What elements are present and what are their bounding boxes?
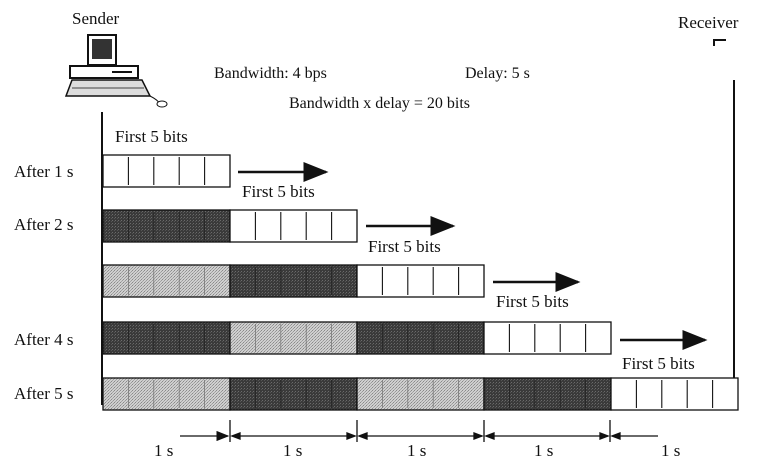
time-axis — [180, 420, 658, 442]
bit-block-row5-3 — [356, 377, 485, 411]
time-label-3: 1 s — [407, 441, 427, 460]
first-bits-label-row1: First 5 bits — [115, 127, 188, 146]
bandwidth-delay-product-text: Bandwidth x delay = 20 bits — [289, 95, 471, 112]
bit-block-row1-1 — [102, 154, 231, 188]
bit-block-row3-2 — [229, 264, 358, 298]
bit-block-row3-3 — [356, 264, 485, 298]
first-bits-label-row4: First 5 bits — [496, 292, 569, 311]
bit-block-row4-1 — [102, 321, 231, 355]
time-label-4: 1 s — [534, 441, 554, 460]
bit-block-row3-1 — [102, 264, 231, 298]
row-label-after-1s: After 1 s — [14, 162, 74, 181]
bit-block-row5-2 — [229, 377, 358, 411]
receiver-label: Receiver — [678, 13, 739, 32]
bit-block-row2-2 — [229, 209, 358, 243]
computer-icon — [64, 34, 168, 108]
row-label-after-2s: After 2 s — [14, 215, 74, 234]
bit-block-row5-1 — [102, 377, 231, 411]
row-label-after-5s: After 5 s — [14, 384, 74, 403]
bit-block-row4-3 — [356, 321, 485, 355]
row-label-after-4s: After 4 s — [14, 330, 74, 349]
delay-text: Delay: 5 s — [465, 65, 530, 82]
time-label-1: 1 s — [154, 441, 174, 460]
bit-block-row4-4 — [483, 321, 612, 355]
time-label-2: 1 s — [283, 441, 303, 460]
bit-block-row5-5 — [610, 377, 739, 411]
first-bits-label-row2: First 5 bits — [242, 182, 315, 201]
first-bits-label-row5: First 5 bits — [622, 354, 695, 373]
bandwidth-text: Bandwidth: 4 bps — [214, 65, 327, 82]
bit-block-row4-2 — [229, 321, 358, 355]
bit-block-row2-1 — [102, 209, 231, 243]
receiver-icon — [713, 39, 726, 46]
first-bits-label-row3: First 5 bits — [368, 237, 441, 256]
bit-block-row5-4 — [483, 377, 612, 411]
sender-label: Sender — [72, 9, 120, 28]
time-label-5: 1 s — [661, 441, 681, 460]
